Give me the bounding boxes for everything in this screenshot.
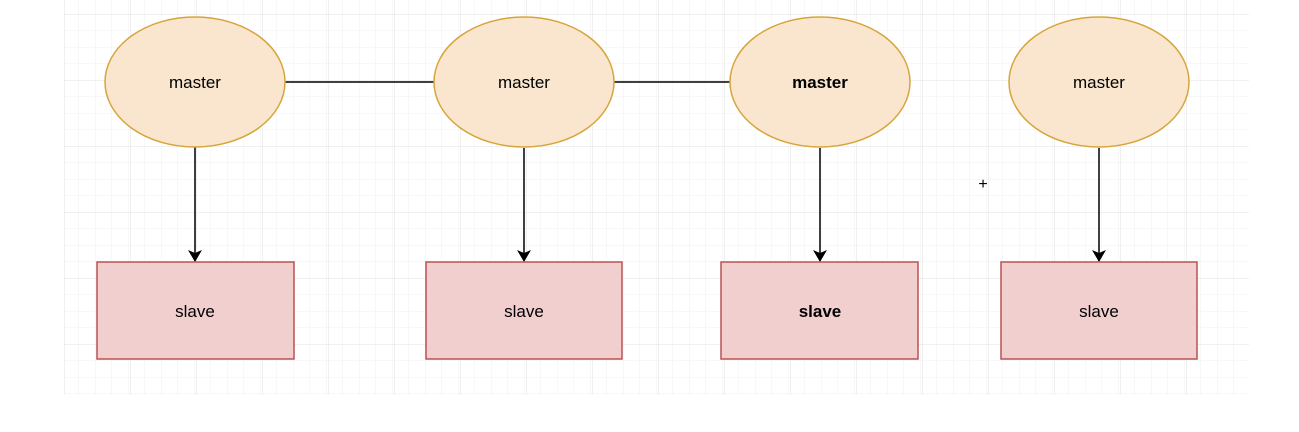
slave-node-selected[interactable]: slave <box>720 261 919 360</box>
slave-label: slave <box>799 302 842 321</box>
master-ellipse <box>433 16 615 148</box>
crosshair-cursor-icon: + <box>978 176 987 193</box>
master-label: master <box>498 73 550 92</box>
master-node[interactable]: master <box>1008 16 1190 148</box>
slave-node[interactable]: slave <box>1000 261 1198 360</box>
master-node[interactable]: master <box>104 16 286 148</box>
master-label: master <box>169 73 221 92</box>
master-ellipse <box>1008 16 1190 148</box>
master-node[interactable]: master <box>433 16 615 148</box>
slave-label: slave <box>504 302 544 321</box>
master-label: master <box>1073 73 1125 92</box>
slave-node[interactable]: slave <box>96 261 295 360</box>
master-label: master <box>792 73 848 92</box>
master-node-selected[interactable]: master <box>729 16 911 148</box>
master-ellipse <box>729 16 911 148</box>
slave-node[interactable]: slave <box>425 261 623 360</box>
slave-rect <box>720 261 919 360</box>
slave-label: slave <box>1079 302 1119 321</box>
slave-rect <box>1000 261 1198 360</box>
slave-rect <box>96 261 295 360</box>
slave-rect <box>425 261 623 360</box>
slave-label: slave <box>175 302 215 321</box>
master-ellipse <box>104 16 286 148</box>
